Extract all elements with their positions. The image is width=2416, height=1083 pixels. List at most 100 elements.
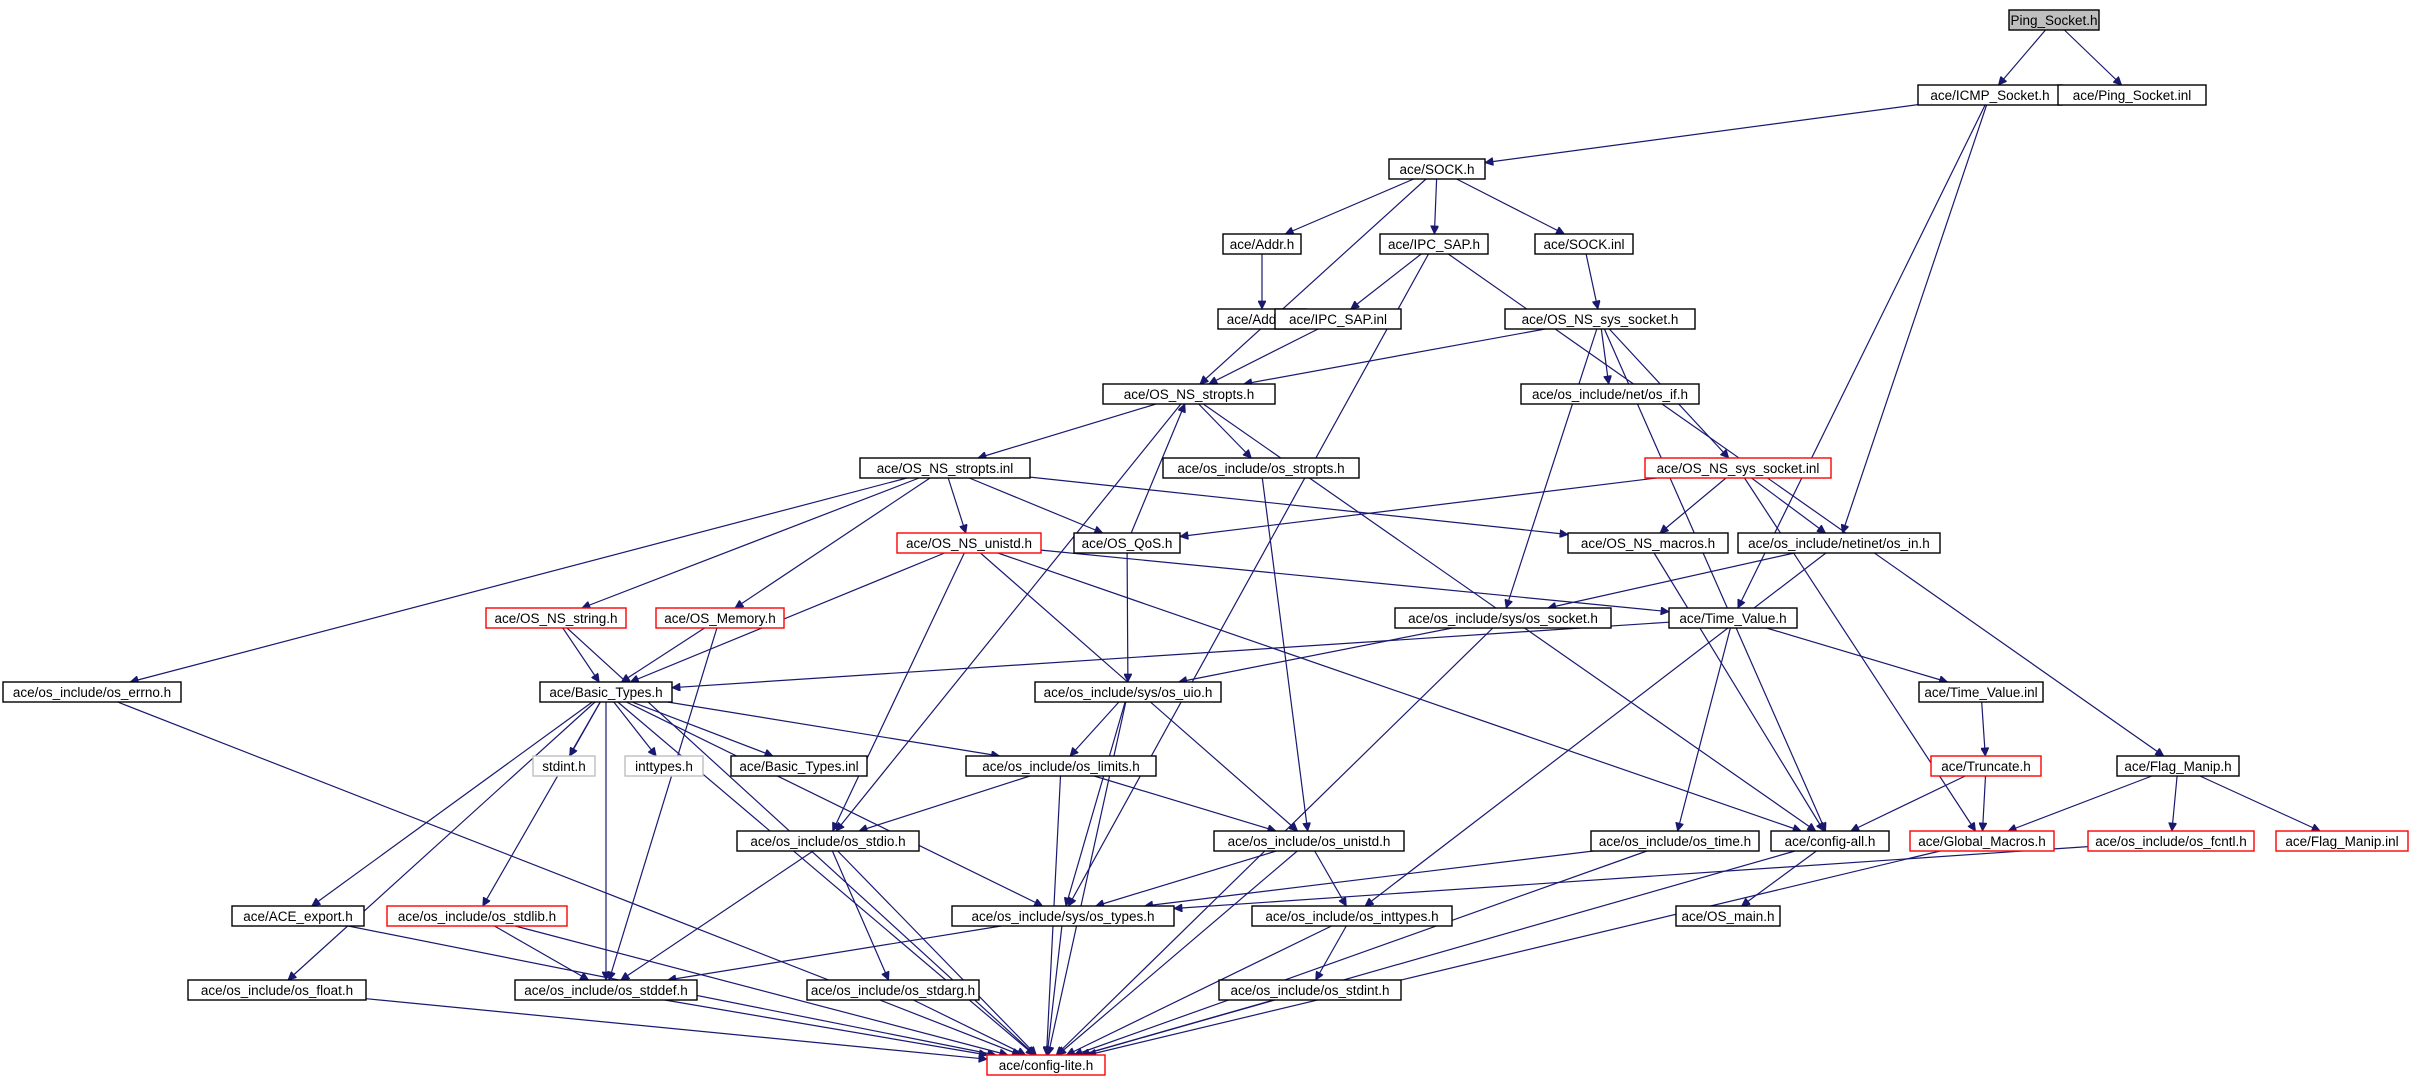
edge-nssock_h-to-cfgall_h [1603,328,1825,831]
node-stropts-h[interactable]: ace/OS_NS_stropts.h [1102,383,1276,405]
edge-qos_h-to-uio_h [1127,552,1128,682]
node-box [514,979,698,1001]
node-label: ace/OS_NS_string.h [494,611,617,626]
edge-ipc_h-to-flag_h [1447,253,2163,756]
node-uio-h[interactable]: ace/os_include/sys/os_uio.h [1034,681,1222,703]
node-label: ace/os_include/netinet/os_in.h [1748,536,1930,551]
node-main-h[interactable]: ace/OS_main.h [1675,905,1781,927]
node-limits-h[interactable]: ace/os_include/os_limits.h [965,755,1157,777]
node-unistd-h[interactable]: ace/OS_NS_unistd.h [896,532,1042,554]
node-label: ace/IPC_SAP.inl [1289,312,1387,327]
node-label: ace/Time_Value.inl [1924,685,2037,700]
node-label: ace/Flag_Manip.h [2124,759,2231,774]
node-box [806,979,980,1001]
node-types-h[interactable]: ace/os_include/sys/os_types.h [951,905,1175,927]
node-stropts-inl[interactable]: ace/OS_NS_stropts.inl [859,457,1031,479]
node-stddef-h[interactable]: ace/os_include/os_stddef.h [514,979,698,1001]
node-bt-inl[interactable]: ace/Basic_Types.inl [730,755,868,777]
node-osstropts-h[interactable]: ace/os_include/os_stropts.h [1162,457,1360,479]
node-box [951,905,1175,927]
node-fcntl-h[interactable]: ace/os_include/os_fcntl.h [2087,830,2255,852]
node-sock-h[interactable]: ace/SOCK.h [1388,158,1486,180]
edge-flag_h-to-fcntl_h [2172,775,2178,831]
node-netif-h[interactable]: ace/os_include/net/os_if.h [1520,383,1700,405]
node-trunc-h[interactable]: ace/Truncate.h [1930,755,2042,777]
node-label: ace/Flag_Manip.inl [2285,834,2398,849]
edge-sock_inl-to-nssock_h [1585,253,1598,309]
node-nssock-inl[interactable]: ace/OS_NS_sys_socket.inl [1644,457,1832,479]
edge-limits_h-to-osunistd_h [1093,775,1276,831]
node-box [730,755,868,777]
node-flag-inl[interactable]: ace/Flag_Manip.inl [2275,830,2409,852]
node-qos-h[interactable]: ace/OS_QoS.h [1073,532,1181,554]
node-box [386,905,568,927]
edge-icmp_h-to-netin_h [1842,104,1988,533]
edge-unistd_h-to-tv_h [1040,549,1669,612]
node-inttypes-h[interactable]: ace/os_include/os_inttypes.h [1251,905,1453,927]
edge-memory_h-to-stddef_h [609,627,718,980]
node-inttypes-plain[interactable]: inttypes.h [624,755,704,777]
edge-nssock_h-to-netif_h [1600,328,1608,384]
edge-bt_h-to-float_h [288,701,596,980]
edge-stropts_h-to-osstropts_h [1198,403,1252,458]
node-box [859,457,1031,479]
node-memory-h[interactable]: ace/OS_Memory.h [655,607,785,629]
node-stdarg-h[interactable]: ace/os_include/os_stdarg.h [806,979,980,1001]
node-label: ace/os_include/sys/os_types.h [971,909,1154,924]
node-label: ace/os_include/os_limits.h [982,759,1140,774]
node-tv-h[interactable]: ace/Time_Value.h [1668,607,1798,629]
node-errno-h[interactable]: ace/os_include/os_errno.h [2,681,182,703]
node-macros-h[interactable]: ace/OS_NS_macros.h [1567,532,1729,554]
node-export-h[interactable]: ace/ACE_export.h [231,905,365,927]
node-nssock-h[interactable]: ace/OS_NS_sys_socket.h [1504,308,1696,330]
edge-bt_h-to-bt_inl [631,701,773,756]
edge-tv_h-to-time_h [1678,627,1731,831]
node-addr-h[interactable]: ace/Addr.h [1222,233,1302,255]
node-time-h[interactable]: ace/os_include/os_time.h [1590,830,1760,852]
node-ping-inl[interactable]: ace/Ping_Socket.inl [2057,84,2207,106]
edge-netin_h-to-syssock_h [1548,552,1795,608]
node-stdint-plain[interactable]: stdint.h [532,755,596,777]
node-ipc-inl[interactable]: ace/IPC_SAP.inl [1274,308,1402,330]
edge-stropts_inl-to-memory_h [735,477,931,609]
node-bt-h[interactable]: ace/Basic_Types.h [539,681,673,703]
node-cfgall-h[interactable]: ace/config-all.h [1770,830,1890,852]
edge-uio_h-to-limits_h [1070,701,1120,756]
edge-inttypes_h-to-osstdint_h [1315,925,1347,980]
node-stdio-h[interactable]: ace/os_include/os_stdio.h [736,830,920,852]
node-label: ace/Global_Macros.h [1918,834,2046,849]
node-gm-h[interactable]: ace/Global_Macros.h [1909,830,2055,852]
node-flag-h[interactable]: ace/Flag_Manip.h [2116,755,2240,777]
edge-memory_h-to-bt_h [621,627,705,683]
edge-nssock_inl-to-macros_h [1660,477,1727,533]
node-ipc-h[interactable]: ace/IPC_SAP.h [1379,233,1489,255]
node-box [1520,383,1700,405]
node-label: ace/os_include/os_errno.h [13,685,171,700]
node-float-h[interactable]: ace/os_include/os_float.h [187,979,367,1001]
node-osunistd-h[interactable]: ace/os_include/os_unistd.h [1213,830,1405,852]
node-label: ace/Ping_Socket.inl [2073,88,2192,103]
node-tv-inl[interactable]: ace/Time_Value.inl [1918,681,2044,703]
node-cfglite-h[interactable]: ace/config-lite.h [986,1054,1106,1076]
node-box [1770,830,1890,852]
node-box [896,532,1042,554]
edge-ipc_inl-to-stropts_h [1209,328,1319,385]
edge-uio_h-to-types_h [1066,701,1126,906]
node-sock-inl[interactable]: ace/SOCK.inl [1534,233,1634,255]
node-syssock-h[interactable]: ace/os_include/sys/os_socket.h [1394,607,1612,629]
node-label: ace/SOCK.inl [1543,237,1624,252]
node-stdlib-h[interactable]: ace/os_include/os_stdlib.h [386,905,568,927]
edge-netin_h-to-inttypes_h [1365,552,1827,906]
node-netin-h[interactable]: ace/os_include/netinet/os_in.h [1737,532,1941,554]
edge-gm_h-to-cfglite_h [1088,850,1941,1055]
node-string-h[interactable]: ace/OS_NS_string.h [485,607,627,629]
node-osstdint-h[interactable]: ace/os_include/os_stdint.h [1218,979,1402,1001]
node-icmp-h[interactable]: ace/ICMP_Socket.h [1917,84,2063,106]
node-label: ace/ACE_export.h [243,909,353,924]
node-label: ace/Addr.h [1230,237,1295,252]
edge-tv_inl-to-trunc_h [1982,701,1986,756]
node-box [655,607,785,629]
node-box [1073,532,1181,554]
